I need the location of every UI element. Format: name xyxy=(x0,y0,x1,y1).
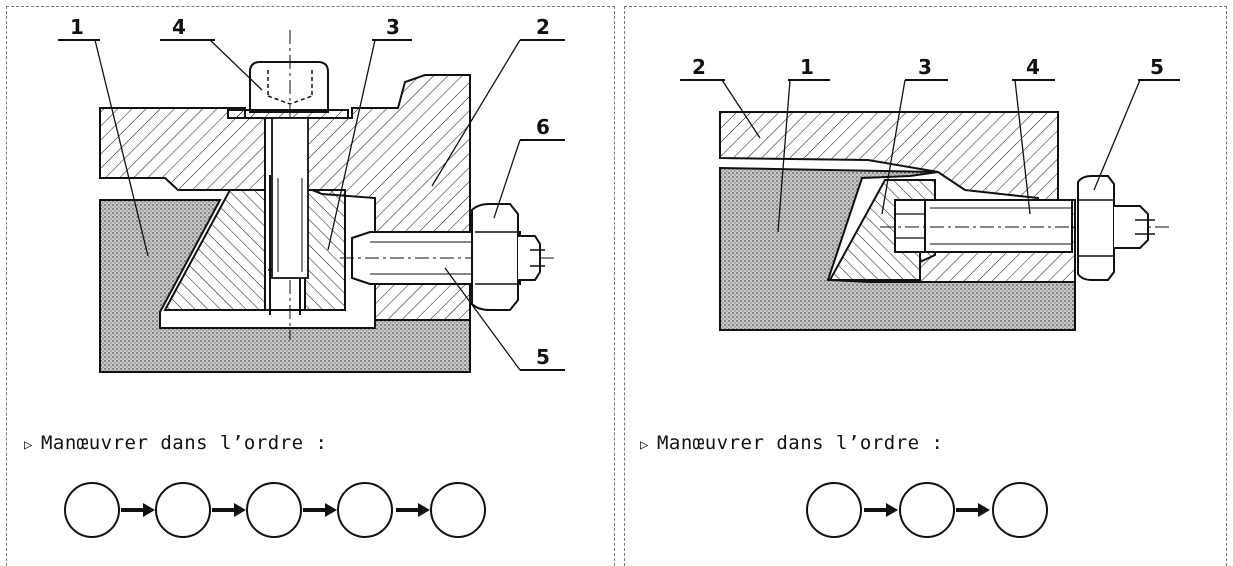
left-label-5: 5 xyxy=(536,345,550,369)
right-panel xyxy=(624,6,1227,566)
left-callouts xyxy=(58,39,565,371)
left-part-4 xyxy=(249,61,329,113)
left-label-3: 3 xyxy=(386,15,400,39)
arrow-right-icon xyxy=(121,503,155,517)
right-label-2: 2 xyxy=(692,55,706,79)
sequence-circle[interactable] xyxy=(992,482,1048,538)
right-label-3: 3 xyxy=(918,55,932,79)
left-label-4: 4 xyxy=(172,15,186,39)
sequence-circle[interactable] xyxy=(246,482,302,538)
right-drawing xyxy=(719,111,1170,331)
triangle-icon: ▷ xyxy=(640,437,649,453)
left-drawing xyxy=(99,30,555,373)
left-label-6: 6 xyxy=(536,115,550,139)
triangle-icon: ▷ xyxy=(24,437,33,453)
arrow-right-icon xyxy=(303,503,337,517)
left-part-6 xyxy=(471,203,519,311)
sequence-circle[interactable] xyxy=(155,482,211,538)
left-label-2: 2 xyxy=(536,15,550,39)
right-label-4: 4 xyxy=(1026,55,1040,79)
arrow-right-icon xyxy=(864,503,898,517)
sequence-circle[interactable] xyxy=(899,482,955,538)
arrow-right-icon xyxy=(396,503,430,517)
left-panel xyxy=(6,6,615,566)
sequence-circle[interactable] xyxy=(64,482,120,538)
right-part-5 xyxy=(1077,175,1115,281)
right-label-5: 5 xyxy=(1150,55,1164,79)
right-callouts xyxy=(680,79,1180,233)
arrow-right-icon xyxy=(212,503,246,517)
left-part-1 xyxy=(99,199,471,373)
right-label-1: 1 xyxy=(800,55,814,79)
left-label-1: 1 xyxy=(70,15,84,39)
right-instruction: ▷Manœuvrer dans l’ordre : xyxy=(640,432,944,454)
sequence-circle[interactable] xyxy=(337,482,393,538)
arrow-right-icon xyxy=(956,503,990,517)
right-part-4 xyxy=(921,199,1073,253)
sequence-circle[interactable] xyxy=(806,482,862,538)
left-instruction: ▷Manœuvrer dans l’ordre : xyxy=(24,432,328,454)
sequence-circle[interactable] xyxy=(430,482,486,538)
